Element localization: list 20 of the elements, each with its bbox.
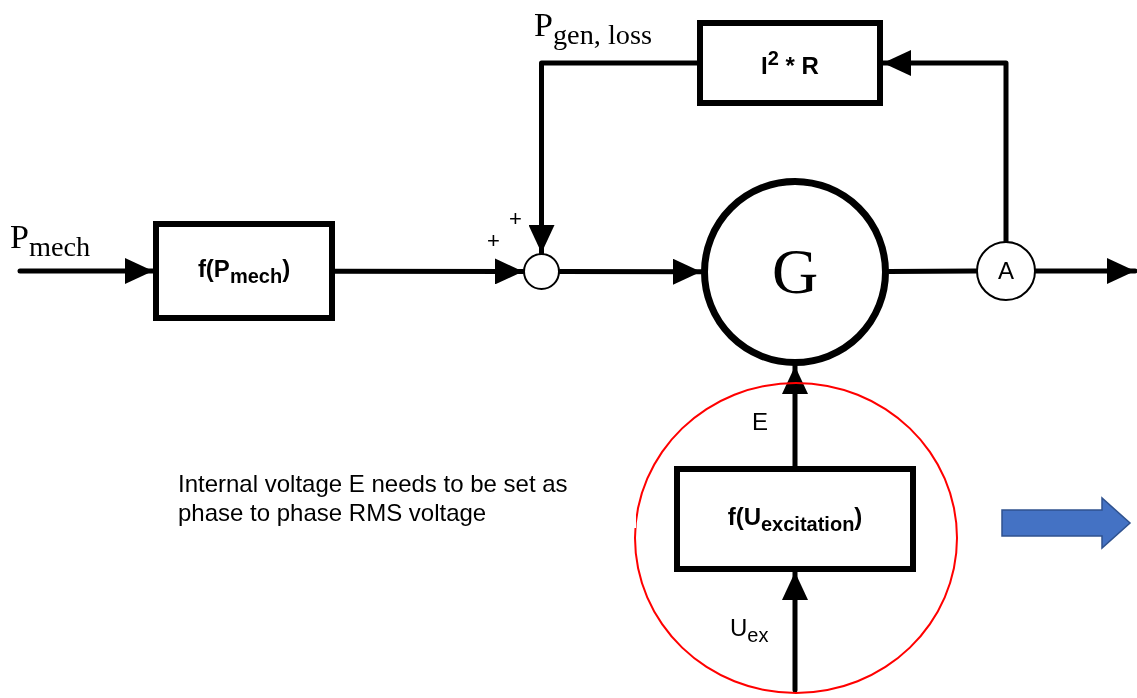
process-box <box>153 221 335 321</box>
process-box <box>674 466 916 572</box>
highlight-circle <box>634 382 958 694</box>
arrow <box>332 258 526 285</box>
arrow <box>528 60 700 256</box>
arrow <box>782 363 808 469</box>
ammeter-label: A <box>998 257 1014 285</box>
ammeter-circle <box>976 241 1036 301</box>
arrow <box>557 258 704 285</box>
arrow <box>782 569 808 693</box>
function-label: f(U$_{excitation}$) <box>727 502 863 536</box>
arrow <box>17 258 156 284</box>
arrow <box>880 50 1009 244</box>
arrow <box>1033 258 1137 284</box>
function-label: I$^{2}$ * R <box>761 46 819 80</box>
connector-line <box>886 268 979 275</box>
generator-label: G <box>771 235 819 309</box>
process-box <box>697 20 883 106</box>
summing-junction <box>523 253 560 290</box>
function-label: f(P$_{mech}$) <box>197 254 291 288</box>
